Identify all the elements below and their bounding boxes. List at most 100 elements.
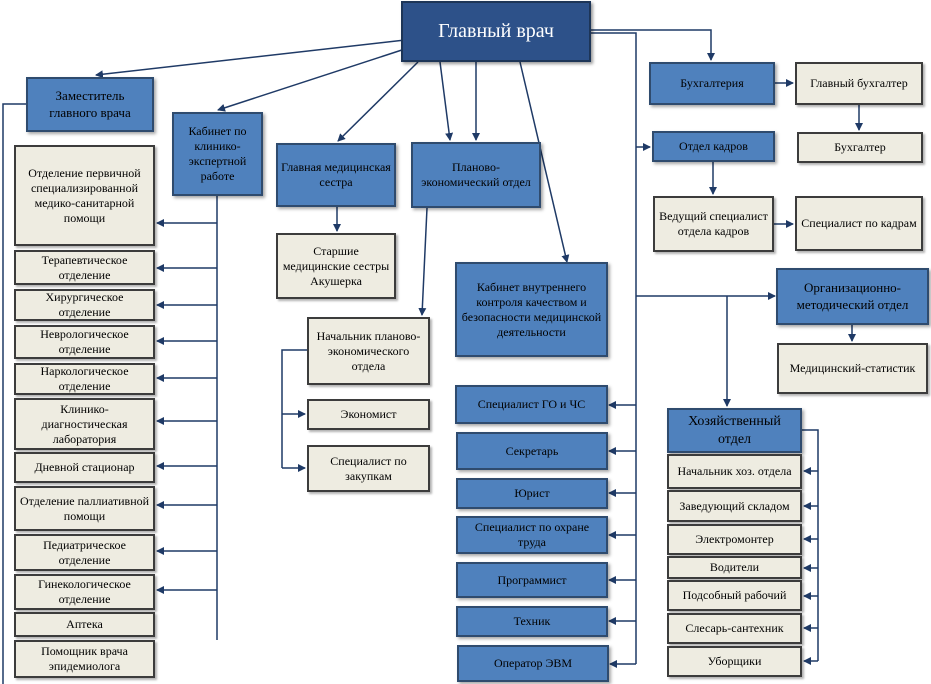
planning-dept-box: Планово-экономический отдел [411, 142, 541, 208]
hr-specialist-label: Специалист по кадрам [801, 216, 917, 230]
dept-pediatric-box: Педиатрическое отделение [14, 534, 155, 571]
staff-technician-box: Техник [456, 606, 608, 637]
eco-plumber-label: Слесарь-сантехник [685, 621, 784, 635]
connector-line [2, 103, 26, 684]
staff-safety-label: Специалист по охране труда [474, 520, 590, 549]
accounting-box: Бухгалтерия [649, 62, 775, 105]
planning-dept-label: Планово-экономический отдел [421, 160, 531, 189]
dept-epid-box: Помощник врача эпидемиолога [14, 640, 155, 678]
hr-lead-box: Ведущий специалист отдела кадров [653, 196, 774, 252]
planning-head-label: Начальник планово-экономического отдела [316, 328, 421, 373]
eco-head-box: Начальник хоз. отдела [667, 454, 802, 489]
staff-operator-label: Оператор ЭВМ [493, 656, 573, 670]
dept-neuro-label: Неврологическое отделение [40, 327, 129, 356]
connector-line [591, 29, 715, 61]
dept-neuro-box: Неврологическое отделение [14, 325, 155, 359]
cabinet-expert-label: Кабинет по клинико-экспертной работе [188, 124, 247, 183]
eco-cleaners-box: Уборщики [667, 646, 802, 677]
staff-lawyer-box: Юрист [456, 478, 608, 509]
accountant-box: Бухгалтер [797, 132, 923, 163]
connector-line [95, 39, 406, 79]
dept-palliative-label: Отделение паллиативной помощи [19, 493, 150, 523]
staff-go-label: Специалист ГО и ЧС [477, 397, 586, 411]
staff-secretary-box: Секретарь [456, 432, 608, 470]
med-stat-box: Медицинский-статистик [777, 343, 928, 394]
eco-storage-box: Заведующий складом [667, 490, 802, 522]
eco-dept-box: Хозяйственный отдел [667, 408, 802, 453]
head-nurse-box: Главная медицинская сестра [276, 143, 396, 207]
dept-surgery-box: Хирургическое отделение [14, 289, 155, 321]
accountant-label: Бухгалтер [834, 140, 886, 154]
staff-safety-box: Специалист по охране труда [456, 516, 608, 554]
eco-head-label: Начальник хоз. отдела [677, 464, 792, 478]
economist-box: Экономист [307, 399, 430, 430]
hr-dept-box: Отдел кадров [652, 131, 775, 162]
connector-line [802, 429, 819, 661]
staff-technician-label: Техник [513, 614, 551, 628]
eco-drivers-box: Водители [667, 556, 802, 579]
dept-primary-label: Отделение первичной специализированной м… [28, 165, 141, 225]
dept-narco-label: Наркологическое отделение [40, 364, 129, 393]
eco-worker-box: Подсобный рабочий [667, 580, 802, 611]
eco-drivers-label: Водители [709, 560, 760, 574]
staff-go-box: Специалист ГО и ЧС [455, 385, 608, 424]
accounting-label: Бухгалтерия [680, 76, 744, 90]
dept-pharmacy-box: Аптека [14, 612, 155, 637]
dept-narco-box: Наркологическое отделение [14, 363, 155, 395]
connector-line [337, 61, 419, 142]
staff-programmer-label: Программист [497, 572, 567, 587]
dept-primary-box: Отделение первичной специализированной м… [14, 145, 155, 246]
staff-lawyer-label: Юрист [514, 486, 550, 500]
head-physician-label: Главный врач [438, 20, 554, 42]
head-nurse-label: Главная медицинская сестра [281, 160, 391, 189]
quality-control-label: Кабинет внутреннего контроля качеством и… [461, 279, 602, 339]
dept-epid-label: Помощник врача эпидемиолога [41, 644, 128, 673]
head-physician-box: Главный врач [401, 1, 591, 62]
planning-head-box: Начальник планово-экономического отдела [307, 317, 430, 385]
dept-surgery-label: Хирургическое отделение [45, 290, 124, 319]
eco-plumber-box: Слесарь-сантехник [667, 613, 802, 644]
org-method-box: Организационно-методический отдел [776, 268, 929, 325]
eco-worker-label: Подсобный рабочий [682, 588, 787, 602]
connector-line [217, 47, 409, 112]
chief-accountant-label: Главный бухгалтер [810, 76, 908, 90]
dept-lab-label: Клинико-диагностическая лаборатория [41, 401, 128, 446]
eco-dept-label: Хозяйственный отдел [688, 414, 781, 447]
dept-palliative-box: Отделение паллиативной помощи [14, 486, 155, 531]
deputy-box: Заместитель главного врача [26, 77, 154, 132]
hr-dept-label: Отдел кадров [679, 139, 748, 153]
senior-nurses-label: Старшие медицинские сестры Акушерка [282, 243, 390, 288]
dept-therapy-label: Терапевтическое отделение [41, 252, 128, 282]
dept-pharmacy-label: Аптека [66, 617, 103, 631]
cabinet-expert-box: Кабинет по клинико-экспертной работе [172, 112, 263, 196]
dept-day-label: Дневной стационар [34, 460, 135, 474]
eco-electric-label: Электромонтер [695, 532, 774, 546]
connector-line [519, 61, 570, 263]
hr-lead-label: Ведущий специалист отдела кадров [659, 209, 768, 238]
deputy-label: Заместитель главного врача [49, 88, 131, 120]
org-method-label: Организационно-методический отдел [796, 280, 909, 312]
connector-line [591, 32, 637, 664]
connector-line [439, 61, 454, 141]
med-stat-label: Медицинский-статистик [789, 361, 916, 375]
procurement-box: Специалист по закупкам [307, 445, 430, 492]
economist-label: Экономист [340, 407, 397, 421]
dept-pediatric-label: Педиатрическое отделение [43, 537, 126, 567]
dept-therapy-box: Терапевтическое отделение [14, 250, 155, 285]
staff-operator-box: Оператор ЭВМ [457, 645, 609, 682]
senior-nurses-box: Старшие медицинские сестры Акушерка [276, 233, 396, 299]
connector-line [281, 349, 307, 468]
dept-gyn-box: Гинекологическое отделение [14, 574, 155, 610]
eco-cleaners-label: Уборщики [707, 654, 762, 668]
staff-programmer-box: Программист [456, 562, 608, 598]
staff-secretary-label: Секретарь [505, 443, 559, 458]
quality-control-box: Кабинет внутреннего контроля качеством и… [455, 262, 608, 357]
eco-electric-box: Электромонтер [667, 524, 802, 555]
procurement-label: Специалист по закупкам [330, 453, 407, 483]
dept-lab-box: Клинико-диагностическая лаборатория [14, 398, 155, 450]
hr-specialist-box: Специалист по кадрам [795, 196, 923, 251]
eco-storage-label: Заведующий складом [679, 498, 790, 513]
connector-line [418, 207, 428, 316]
